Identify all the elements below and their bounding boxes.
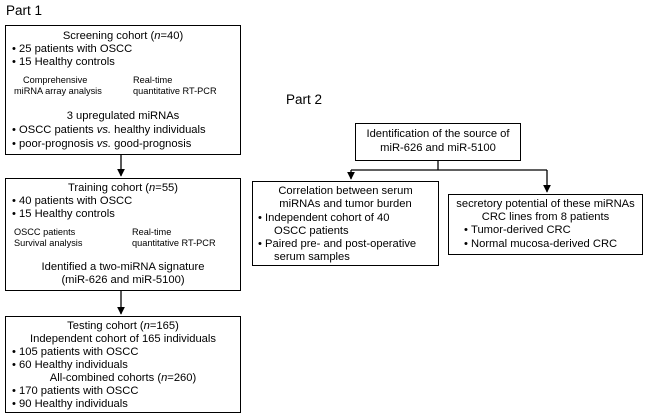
screening-result: 3 upregulated miRNAs [66,110,180,122]
screening-left-method-2: miRNA array analysis [14,86,102,96]
screening-compare-2: • poor-prognosis vs. good-prognosis [12,138,192,150]
secretory-box [448,194,643,255]
training-left-method-1: OSCC patients [14,227,76,237]
testing-cohort-box [5,316,241,413]
training-title: Training cohort (n=55) [68,182,178,194]
correlation-item-2: • Paired pre- and post-operative [258,238,417,250]
training-item-1: • 40 patients with OSCC [12,195,133,207]
secretory-item-2: • Normal mucosa-derived CRC [464,238,618,250]
testing-item-3: • 170 patients with OSCC [12,385,139,397]
part1-label: Part 1 [6,3,43,18]
correlation-item-1-cont: OSCC patients [274,225,349,237]
correlation-box [252,181,439,266]
correlation-title-1: Correlation between serum [278,185,413,197]
screening-right-method-2: quantitative RT-PCR [133,86,217,96]
screening-item-1: • 25 patients with OSCC [12,43,133,55]
correlation-title-2: miRNAs and tumor burden [279,198,412,210]
testing-item-4: • 90 Healthy individuals [12,398,128,410]
secretory-title-1: secretory potential of these miRNAs [456,198,635,210]
training-cohort-box [5,178,241,291]
secretory-title-2: CRC lines from 8 patients [481,211,610,223]
training-item-2: • 15 Healthy controls [12,208,115,220]
testing-combined-title: All-combined cohorts (n=260) [49,372,197,384]
source-line-2: miR-626 and miR-5100 [380,142,496,154]
training-left-method-2: Survival analysis [14,238,83,248]
correlation-item-1: • Independent cohort of 40 [258,212,390,224]
screening-item-2: • 15 Healthy controls [12,56,115,68]
source-line-1: Identification of the source of [366,128,510,140]
training-right-method-2: quantitative RT-PCR [132,238,216,248]
correlation-item-2-cont: serum samples [274,251,350,263]
screening-cohort-box [5,25,241,155]
source-identification-box [355,123,521,161]
training-right-method-1: Real-time [132,227,172,237]
testing-title: Testing cohort (n=165) [67,320,179,332]
testing-item-1: • 105 patients with OSCC [12,346,139,358]
screening-title: Screening cohort (n=40) [62,30,184,42]
part2-label: Part 2 [286,92,323,107]
training-result-1: Identified a two-miRNA signature [41,261,205,273]
screening-right-method-1: Real-time [133,75,173,85]
screening-compare-1: • OSCC patients vs. healthy individuals [12,124,206,136]
training-result-2: (miR-626 and miR-5100) [61,274,185,286]
testing-item-2: • 60 Healthy individuals [12,359,128,371]
testing-subtitle: Independent cohort of 165 individuals [30,333,216,345]
secretory-item-1: • Tumor-derived CRC [464,224,571,236]
screening-left-method-1: Comprehensive [23,75,88,85]
